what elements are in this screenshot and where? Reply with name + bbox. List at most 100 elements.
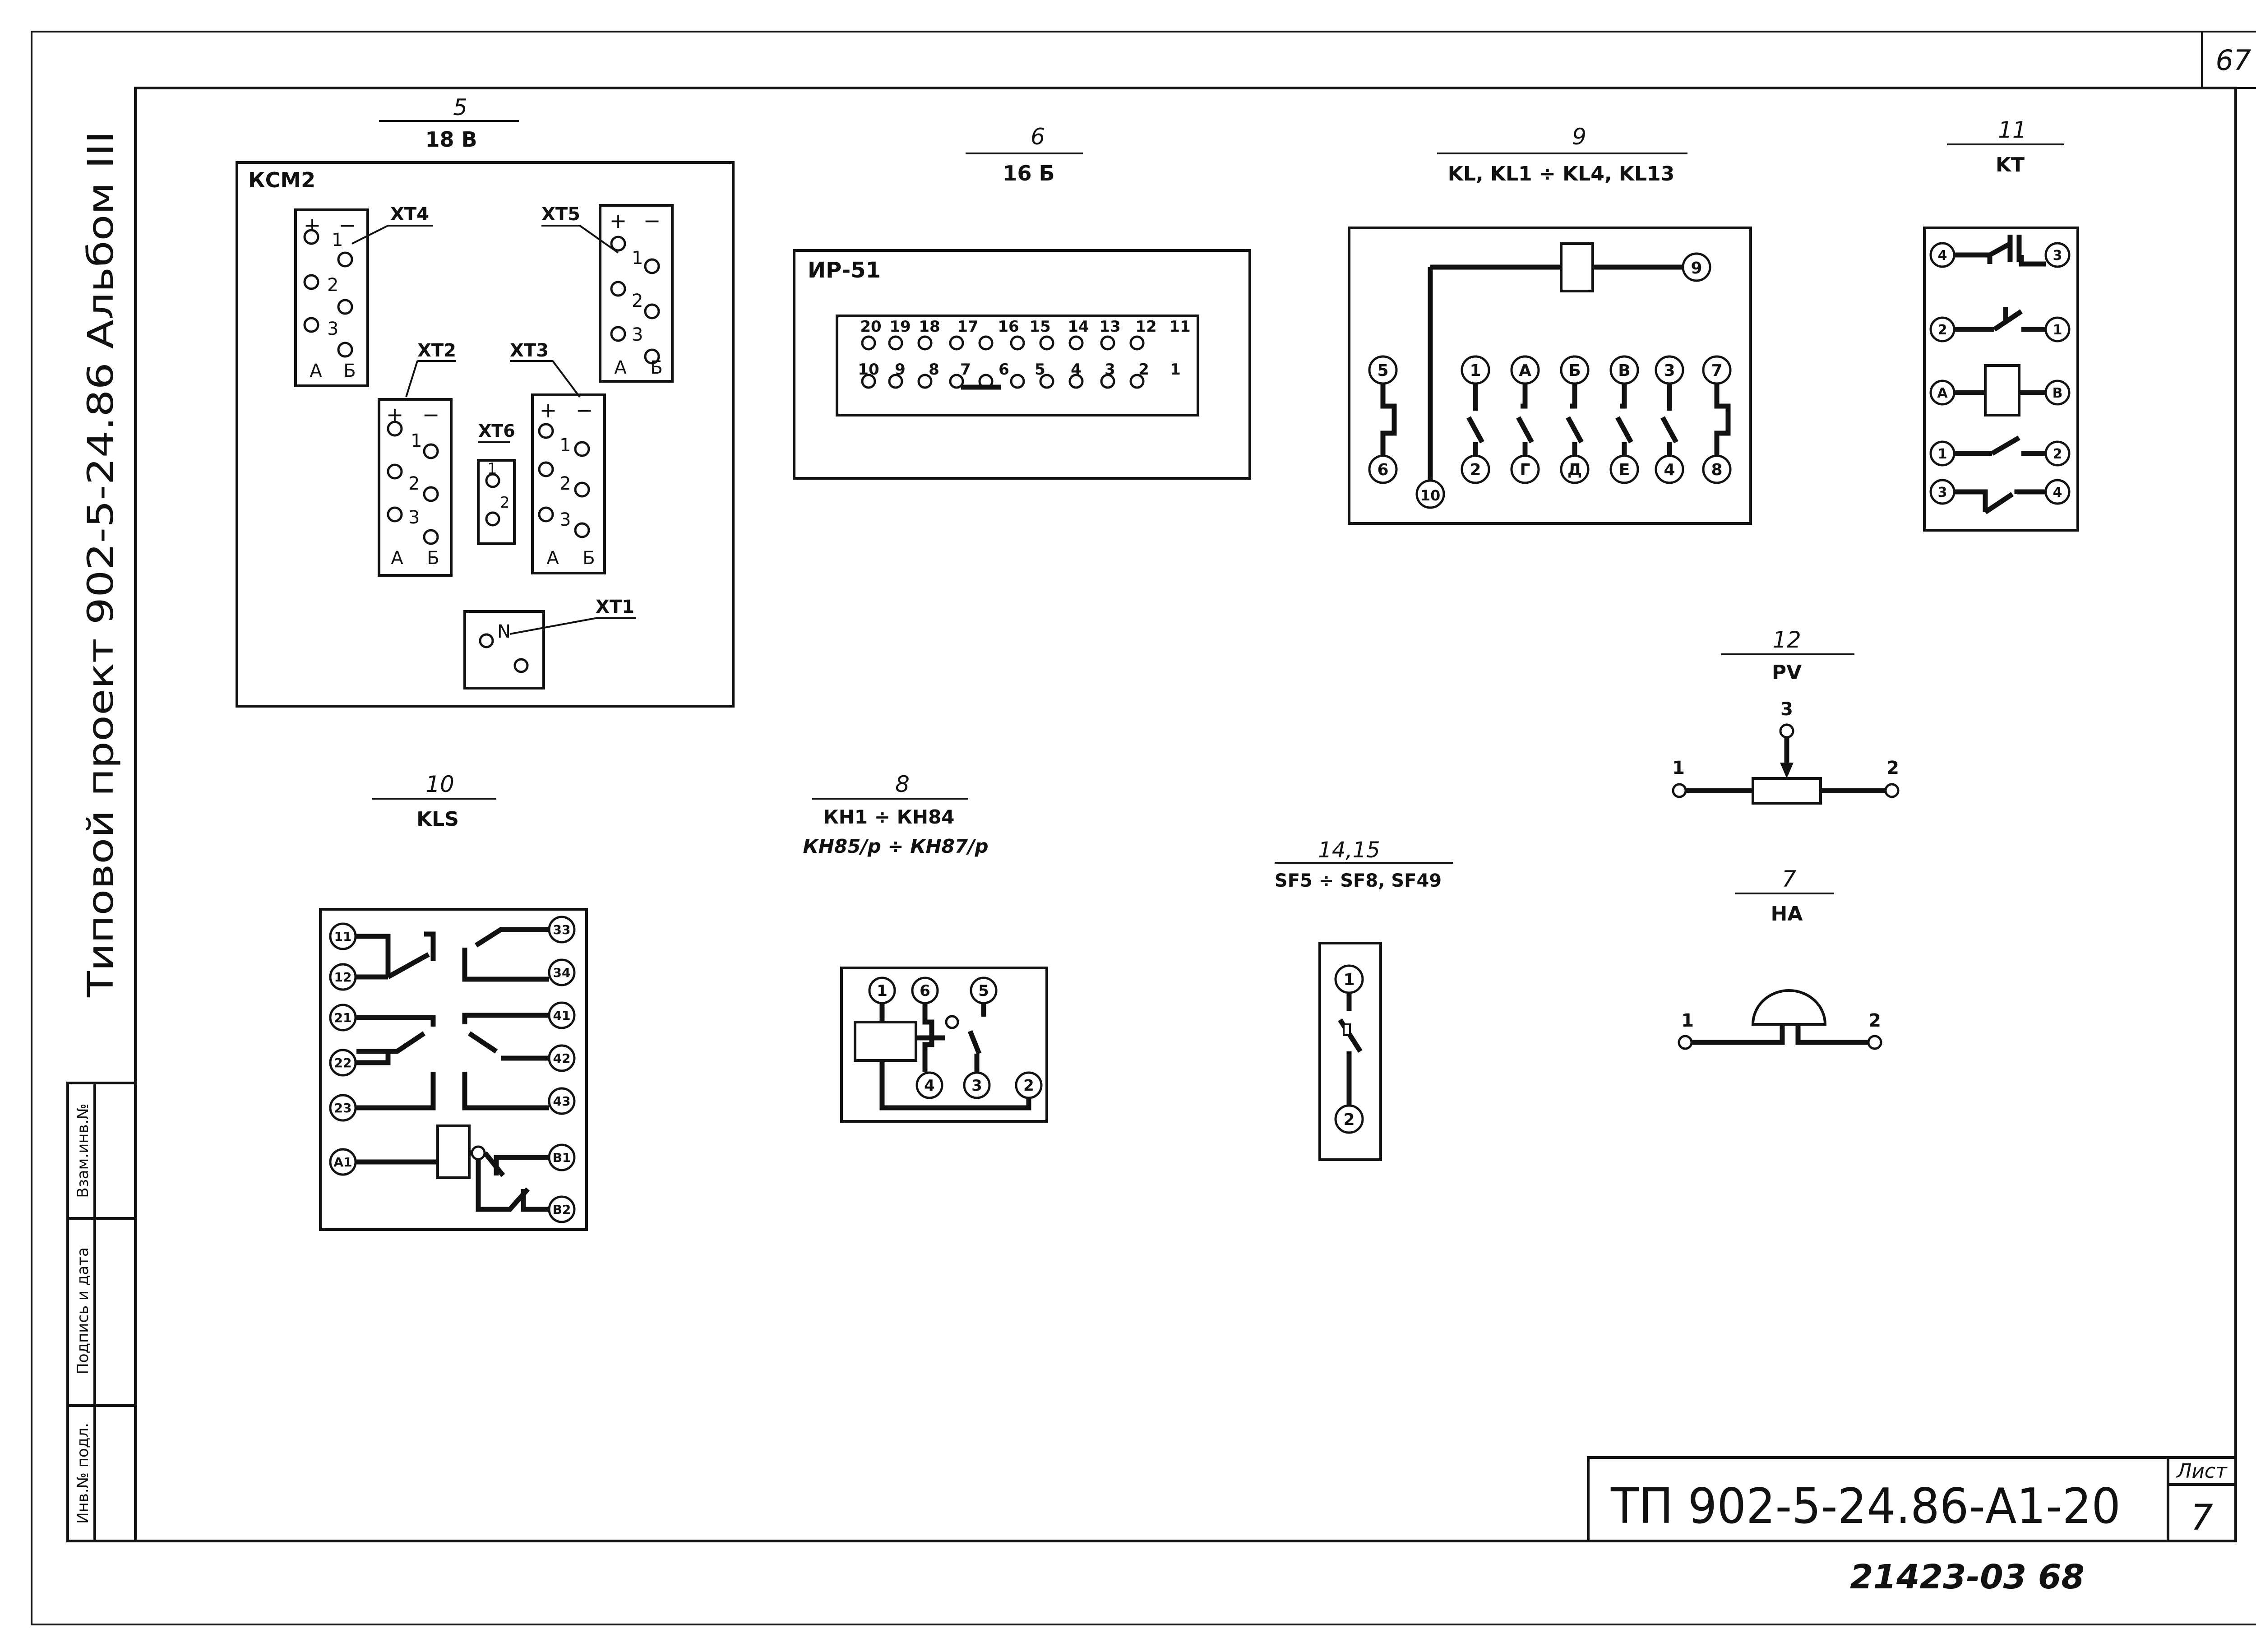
kls-left-21: 21 (334, 1010, 352, 1025)
document-code: ТП 902-5-24.86-А1-20 (1610, 1478, 2121, 1535)
xt2-pin-1: 1 (411, 430, 422, 451)
xt5-label: XT5 (541, 204, 580, 225)
kl-bottom-g: Г (1520, 461, 1530, 479)
pv-terminal-3: 3 (1780, 699, 1793, 720)
list-number: 7 (2191, 1498, 2213, 1538)
block-14-sf: 14,15 SF5 ÷ SF8, SF49 1 2 (1275, 838, 1453, 1161)
kh-coil (854, 1021, 917, 1062)
block-6-ir51: 6 16 Б ИР-51 20 19 18 17 16 15 14 13 12 … (793, 124, 1251, 480)
block-8-number: 8 (895, 771, 910, 797)
kh-pin-1: 1 (877, 982, 888, 1000)
xt3-plus: + (540, 398, 557, 422)
block-14-number: 14,15 (1318, 838, 1380, 863)
block-5-number: 5 (453, 94, 467, 120)
xt6-terminal (477, 459, 516, 545)
kls-left-12: 12 (334, 970, 352, 985)
kls-left-a1: А1 (333, 1155, 352, 1170)
xt1-label: XT1 (596, 597, 634, 617)
block-7-number: 7 (1782, 866, 1796, 892)
xt2-pin-2: 2 (408, 473, 420, 494)
ir51-top-pin-18: 18 (919, 318, 940, 336)
xt3-pin-3: 3 (559, 509, 571, 530)
block-11-subtitle: KT (1996, 153, 2025, 176)
ir51-top-pin-13: 13 (1099, 318, 1120, 336)
xt5-pin-3: 3 (632, 324, 643, 345)
xt2-pin-3: 3 (408, 507, 420, 528)
kh-pin-2: 2 (1023, 1077, 1034, 1095)
bottom-number: 21423-03 68 (1850, 1558, 2085, 1596)
block-7-ha: 7 НА 1 2 (1678, 866, 1882, 1050)
page-corner-number: 67 (2216, 44, 2251, 77)
kl-top-1: 1 (1470, 361, 1481, 380)
xt4-b: Б (343, 361, 356, 381)
title-block: ТП 902-5-24.86-А1-20 Лист 7 (1587, 1456, 2237, 1542)
ir51-top-pin-15: 15 (1029, 318, 1050, 336)
block-12-number: 12 (1772, 627, 1801, 653)
kl-bottom-2: 2 (1470, 461, 1481, 479)
block-9-number: 9 (1572, 124, 1586, 150)
ir51-bottom-pin-8: 8 (929, 361, 939, 379)
kls-left-pins (329, 922, 357, 1176)
xt4-terminal (294, 208, 369, 387)
xt5-a: А (614, 357, 627, 378)
ha-terminal-2: 2 (1868, 1010, 1881, 1031)
block-5-ksm2: 5 18 В КСМ2 + − 1 2 3 А Б XT4 + − 1 2 3 … (236, 94, 735, 708)
kls-right-b2: В2 (553, 1202, 571, 1217)
kl-bottom-e: Е (1619, 461, 1630, 479)
ir51-top-pin-14: 14 (1068, 318, 1089, 336)
block-12-subtitle: PV (1772, 661, 1802, 684)
kt-right-v: В (2053, 385, 2063, 401)
xt1-terminal (463, 610, 545, 689)
block-5-subtitle: 18 В (425, 127, 477, 152)
ir51-bottom-pin-6: 6 (999, 361, 1009, 379)
kl-top-5: 5 (1377, 361, 1388, 380)
xt5-terminal (599, 204, 674, 383)
kh-pin-3: 3 (971, 1077, 982, 1095)
list-label: Лист (2176, 1460, 2228, 1483)
ir51-bottom-pin-2: 2 (1138, 361, 1149, 379)
kl-coil (1560, 242, 1594, 292)
ir51-bottom-pin-10: 10 (858, 361, 879, 379)
kls-coil (436, 1124, 471, 1179)
ir51-bottom-pin-1: 1 (1170, 361, 1181, 379)
xt2-a: А (391, 548, 403, 569)
kl-coil-end: 9 (1691, 259, 1702, 278)
sf-pin-2: 2 (1343, 1111, 1355, 1129)
ha-bell-dome (1751, 989, 1827, 1026)
kls-right-b1: В1 (553, 1150, 571, 1165)
xt4-pin-3: 3 (327, 319, 338, 339)
xt3-a: А (546, 548, 559, 569)
kl-contacts (1368, 355, 1732, 484)
stamp-label-signature: Подпись и дата (74, 1247, 92, 1374)
xt6-pin-2: 2 (500, 494, 510, 512)
kh-pin-4: 4 (924, 1077, 935, 1095)
ir51-top-pin-11: 11 (1169, 318, 1190, 336)
xt3-terminal (531, 393, 606, 574)
xt3-minus: − (576, 398, 593, 422)
xt5-minus: − (643, 208, 661, 233)
kls-right-41: 41 (553, 1008, 571, 1023)
kt-left-2: 2 (1938, 322, 1947, 338)
xt4-label: XT4 (390, 204, 429, 225)
block-12-pv: 12 PV 3 1 2 (1672, 627, 1900, 805)
ir51-bottom-pin-4: 4 (1071, 361, 1082, 379)
kls-right-42: 42 (553, 1051, 571, 1066)
pv-terminal-2: 2 (1886, 758, 1899, 778)
sf-pin-1: 1 (1343, 971, 1355, 989)
drawing-frame (134, 87, 2237, 1542)
title-block-frame (1587, 1456, 2237, 1542)
kls-left-11: 11 (334, 929, 352, 944)
ir51-top-pin-12: 12 (1135, 318, 1156, 336)
block-11-kt: 11 KT 4 2 А 1 3 3 1 В 2 4 (1923, 117, 2079, 532)
kl-bottom-d: Д (1567, 461, 1582, 479)
kls-left-22: 22 (334, 1055, 352, 1070)
ir51-top-pin-16: 16 (998, 318, 1019, 336)
kls-right-33: 33 (553, 922, 571, 937)
left-stamp: Взам.инв.№ Подпись и дата Инв.№ подл. (66, 1082, 137, 1542)
kl-top-3: 3 (1664, 361, 1675, 380)
block-11-number: 11 (1998, 117, 2027, 143)
kls-right-43: 43 (553, 1094, 571, 1109)
ir51-pin-strip (836, 315, 1199, 416)
ir51-pins (861, 335, 1145, 390)
